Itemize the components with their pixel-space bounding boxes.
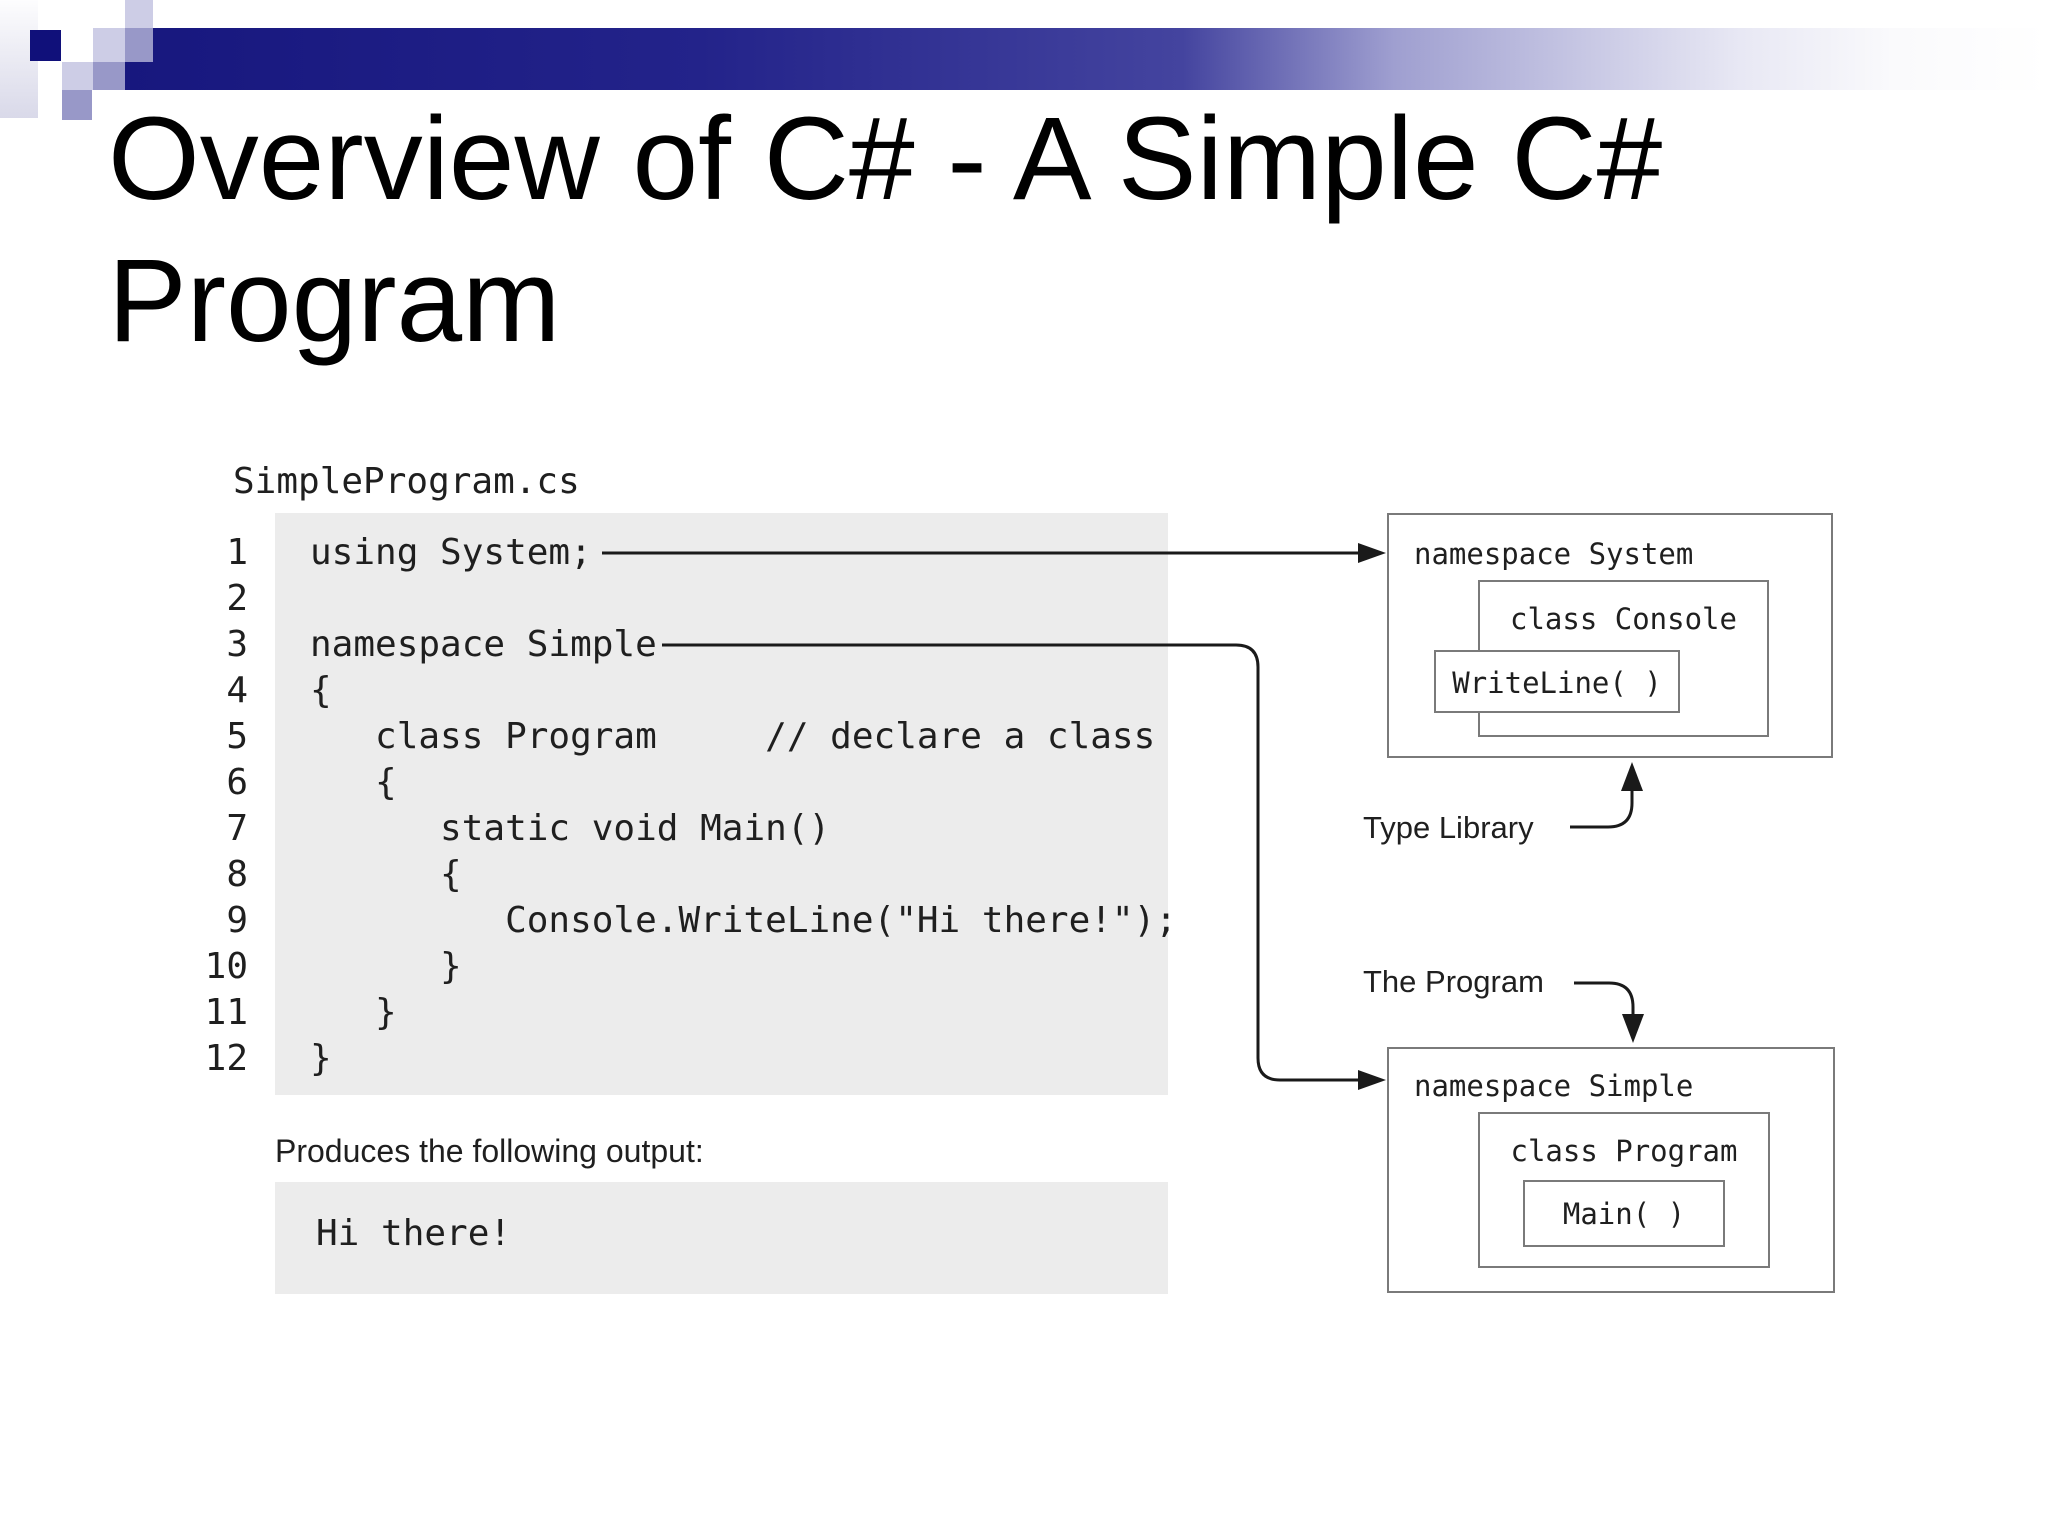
page-title-line2: Program	[108, 235, 561, 367]
code-filename: SimpleProgram.cs	[233, 461, 580, 502]
arrow-type-library-line	[1570, 789, 1634, 829]
header-square	[93, 28, 125, 62]
the-program-label: The Program	[1363, 964, 1544, 999]
page-title-line1: Overview of C# - A Simple C#	[108, 93, 1663, 225]
arrow-the-program-line	[1574, 981, 1635, 1016]
namespace-simple-label: namespace Simple	[1414, 1069, 1694, 1103]
class-program-label: class Program	[1510, 1134, 1738, 1168]
header-bar	[125, 28, 2048, 90]
class-console-label: class Console	[1510, 602, 1737, 636]
code-line-numbers: 1 2 3 4 5 6 7 8 9 10 11 12	[204, 532, 248, 1079]
program-output-box: Hi there!	[275, 1182, 1168, 1294]
writeline-label: WriteLine( )	[1452, 666, 1662, 700]
code-text: using System; namespace Simple { class P…	[310, 532, 1177, 1079]
arrow-the-program-head	[1622, 1014, 1644, 1043]
page-title: Overview of C# - A Simple C# Program	[108, 88, 1662, 372]
header-square	[30, 30, 61, 61]
arrow-type-library-head	[1621, 762, 1643, 791]
header-square	[93, 62, 125, 90]
arrow-namespace-simple-head	[1358, 1070, 1386, 1090]
header-square	[62, 90, 92, 120]
type-library-label: Type Library	[1363, 810, 1534, 845]
program-output-text: Hi there!	[316, 1213, 512, 1254]
header-square	[125, 28, 153, 62]
code-block: using System; namespace Simple { class P…	[275, 513, 1177, 1095]
writeline-box: WriteLine( )	[1434, 650, 1680, 713]
main-box: Main( )	[1523, 1180, 1725, 1247]
arrow-using-system-head	[1358, 543, 1386, 563]
header-square	[62, 62, 93, 90]
namespace-system-label: namespace System	[1414, 537, 1694, 571]
header-square	[125, 0, 153, 28]
produces-output-label: Produces the following output:	[275, 1133, 704, 1169]
main-label: Main( )	[1562, 1197, 1686, 1231]
